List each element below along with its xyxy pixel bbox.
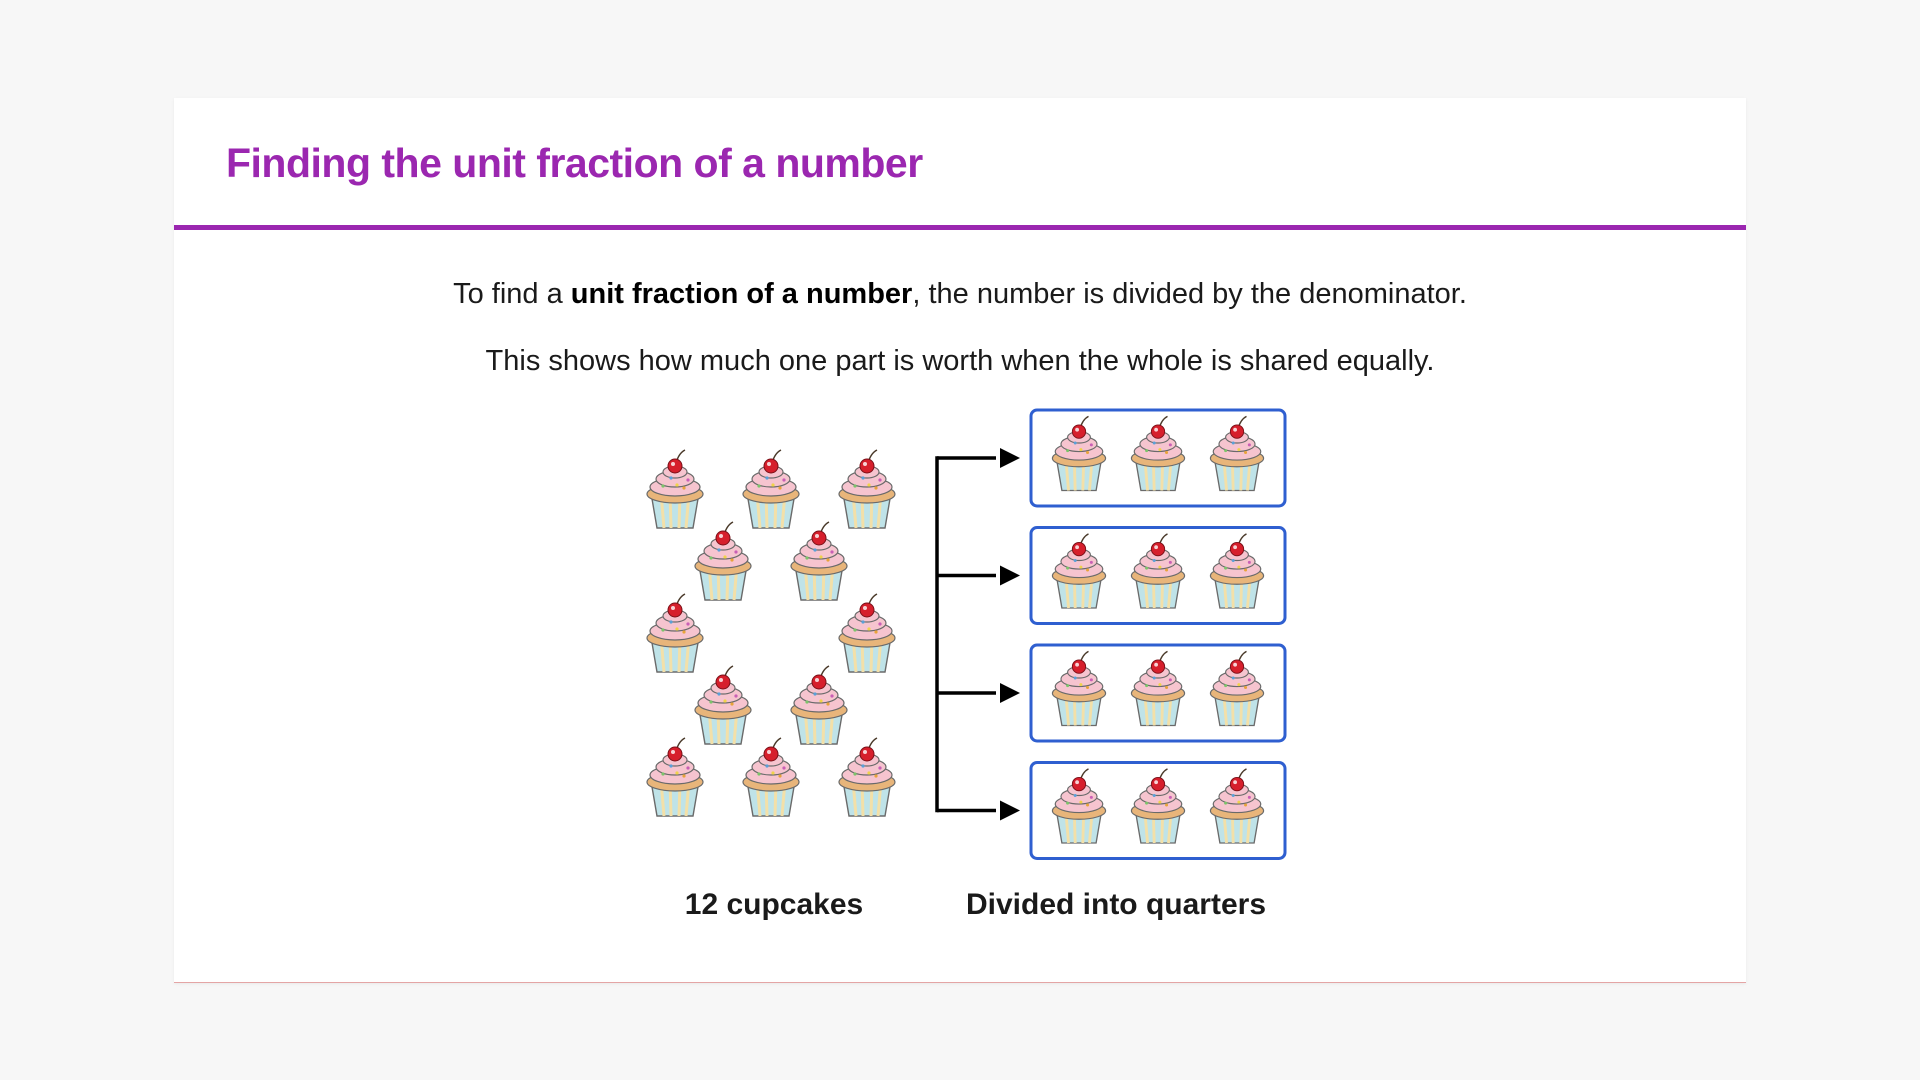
intro-text-after: , the number is divided by the denominat… xyxy=(912,278,1467,310)
intro-text-before: To find a xyxy=(453,278,571,310)
title-divider xyxy=(174,225,1746,230)
whole-label: 12 cupcakes xyxy=(684,888,864,921)
cupcake-icon xyxy=(645,736,705,818)
cupcake-icon xyxy=(789,520,849,602)
cupcake-icon xyxy=(741,736,801,818)
cupcake-icon xyxy=(837,448,897,530)
division-diagram xyxy=(645,408,1287,860)
arrow-head-icon xyxy=(1000,800,1020,821)
arrow-head-icon xyxy=(1000,448,1020,468)
groups-label: Divided into quarters xyxy=(965,888,1267,921)
cupcake-icon xyxy=(837,592,897,674)
quarter-groups xyxy=(1029,408,1287,860)
lesson-card: Finding the unit fraction of a number To… xyxy=(174,98,1746,983)
cupcake-icon xyxy=(693,664,753,746)
arrow-head-icon xyxy=(1000,683,1020,703)
intro-sentence-2: This shows how much one part is worth wh… xyxy=(485,345,1435,377)
cupcake-icon xyxy=(741,448,801,530)
split-arrows xyxy=(935,448,1020,821)
arrow-head-icon xyxy=(1000,565,1020,586)
cupcake-icon xyxy=(645,448,705,530)
cupcake-icon xyxy=(693,520,753,602)
intro-sentence-1: To find a unit fraction of a number, the… xyxy=(174,278,1746,311)
cupcake-icon xyxy=(645,592,705,674)
whole-cupcakes xyxy=(645,448,897,818)
intro-text-bold: unit fraction of a number xyxy=(570,278,913,310)
cupcake-icon xyxy=(837,736,897,818)
cupcake-icon xyxy=(789,664,849,746)
page-title: Finding the unit fraction of a number xyxy=(226,140,923,186)
